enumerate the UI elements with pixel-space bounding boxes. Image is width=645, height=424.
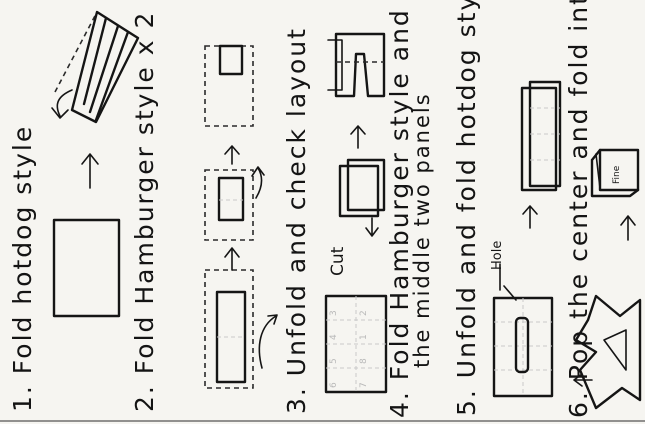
svg-text:2: 2 <box>359 310 369 316</box>
step5-arrow-icon <box>523 206 537 228</box>
step3-layout-grid: 6 5 4 3 7 8 1 2 <box>326 296 386 392</box>
svg-text:7: 7 <box>359 382 369 388</box>
svg-text:6: 6 <box>329 382 339 388</box>
step3-open-paper <box>328 34 384 96</box>
step2-arrow-2-icon <box>225 146 239 164</box>
step5-folded-paper <box>522 82 560 190</box>
step1-flat-paper <box>54 220 119 316</box>
svg-text:3: 3 <box>329 310 339 316</box>
step6-popped-paper <box>574 296 640 408</box>
step3-arrow-icon <box>351 126 365 148</box>
svg-text:1: 1 <box>359 334 369 340</box>
step2-arrow-1-icon <box>225 248 277 368</box>
step2-paper-2 <box>205 167 264 240</box>
step1-arrow-icon <box>82 154 98 188</box>
step2-paper-3 <box>205 46 253 126</box>
svg-text:5: 5 <box>329 358 339 364</box>
step2-paper-1 <box>205 270 253 388</box>
book-cover-label: Fine <box>612 165 622 184</box>
step1-folded-paper <box>52 12 138 122</box>
step3-cut-paper <box>340 160 384 236</box>
step6-arrow-icon <box>621 216 635 240</box>
step6-finished-book: Fine <box>592 150 638 196</box>
svg-text:4: 4 <box>329 334 339 340</box>
step5-paper-with-hole <box>494 264 552 396</box>
svg-text:8: 8 <box>359 358 369 364</box>
